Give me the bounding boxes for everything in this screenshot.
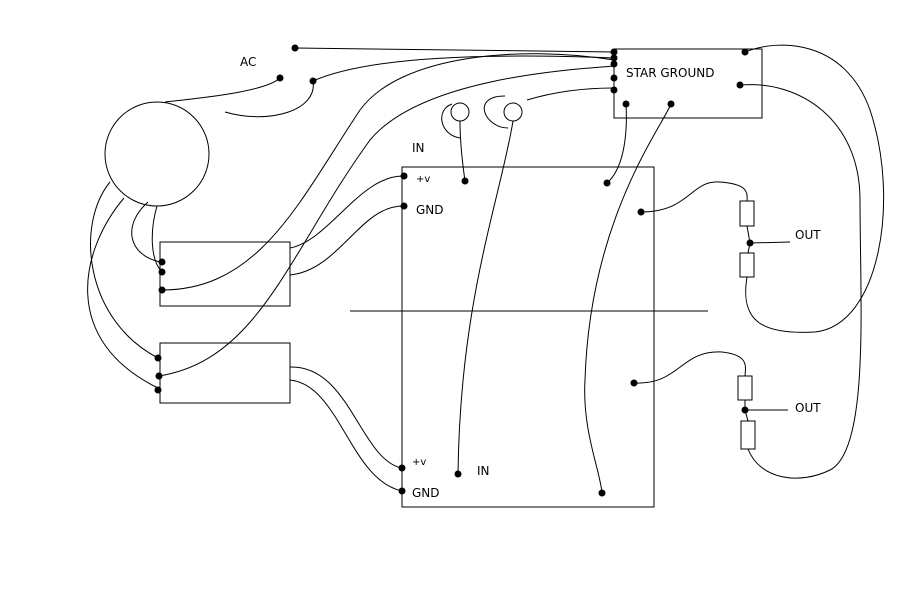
power-supply-board-bottom — [159, 342, 291, 404]
label-out-bottom: OUT — [795, 401, 821, 415]
label-vplus-bottom: +v — [412, 457, 426, 468]
label-gnd-bottom: GND — [412, 486, 440, 500]
wires — [87, 44, 885, 494]
label-star-ground: STAR GROUND — [626, 66, 714, 80]
star-ground-block — [613, 48, 763, 119]
label-ac: AC — [240, 55, 256, 69]
transformer — [104, 101, 210, 207]
output-resistor-bottom-upper — [737, 375, 753, 401]
label-gnd-top: GND — [416, 203, 444, 217]
label-in-bottom: IN — [477, 464, 490, 478]
label-in-top: IN — [412, 141, 425, 155]
input-jack-right — [503, 102, 523, 122]
output-resistor-top-lower — [739, 252, 755, 278]
amplifier-board — [401, 166, 655, 508]
label-out-top: OUT — [795, 228, 821, 242]
label-vplus-top: +v — [416, 174, 430, 185]
terminal-dots — [154, 44, 754, 497]
output-resistor-bottom-lower — [740, 420, 756, 450]
input-jack-left — [450, 102, 470, 122]
output-resistor-top-upper — [739, 200, 755, 227]
